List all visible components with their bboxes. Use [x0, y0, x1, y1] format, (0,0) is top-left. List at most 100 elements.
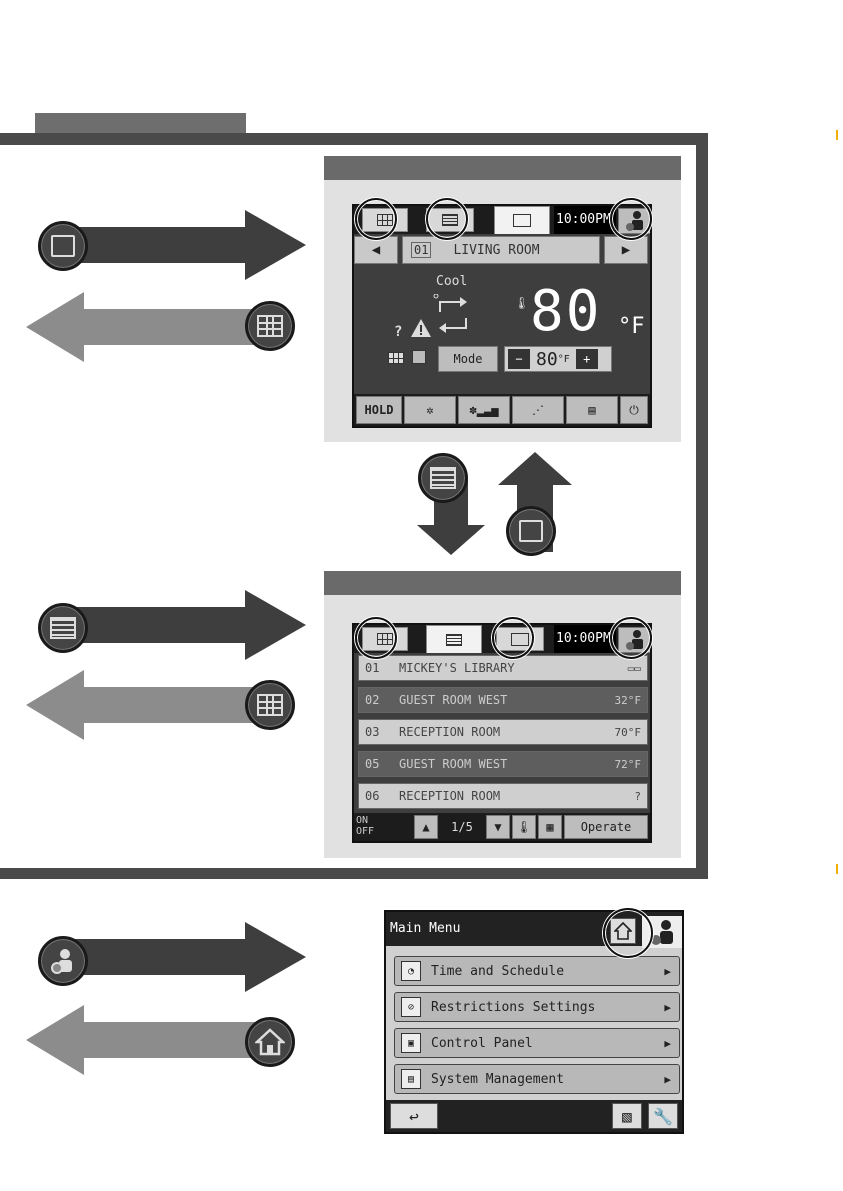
page-down-button[interactable]: ▼ [486, 815, 510, 839]
highlight-circle [610, 198, 652, 240]
wrench-icon: 🔧 [653, 1106, 673, 1126]
list-view-tab[interactable] [426, 625, 482, 653]
chevron-right-icon: ▶ [664, 1000, 671, 1014]
row-number: 01 [365, 661, 380, 675]
row-status-icon: ▭▭ [627, 661, 641, 675]
fan-speed-icon: ✽▂▃▅ [469, 403, 499, 417]
system-management-icon: ▤ [401, 1069, 421, 1089]
operate-button[interactable]: Operate [564, 815, 648, 839]
chevron-right-icon: ▶ [664, 1036, 671, 1050]
next-room-button[interactable]: ▶ [604, 236, 648, 264]
single-view-icon[interactable] [506, 506, 556, 556]
row-number: 03 [365, 725, 380, 739]
row-name: GUEST ROOM WEST [399, 757, 508, 771]
panel-header [324, 156, 681, 180]
current-temperature: 80 [530, 279, 602, 344]
clock-calendar-icon: ◔ [401, 961, 421, 981]
menu-item-time-schedule[interactable]: ◔ Time and Schedule ▶ [394, 956, 680, 986]
power-icon: ⏻ [629, 402, 639, 417]
highlight-circle [610, 617, 652, 659]
vent-icon: ▤ [588, 403, 596, 417]
row-name: MICKEY'S LIBRARY [399, 661, 515, 675]
thermometer-icon: 🌡 [514, 296, 530, 310]
schedule-button[interactable]: ▦ [538, 815, 562, 839]
room-number: 01 [411, 242, 432, 258]
row-name: RECEPTION ROOM [399, 789, 501, 803]
row-status: 72°F [614, 757, 642, 771]
user-settings-icon[interactable] [38, 936, 88, 986]
single-view-tab[interactable] [494, 206, 550, 234]
list-view-icon[interactable] [38, 603, 88, 653]
grid-view-icon[interactable] [245, 301, 295, 351]
chevron-right-icon: ▶ [664, 1072, 671, 1086]
alert-question: ? [394, 324, 403, 340]
return-arrow-icon: ↩ [409, 1106, 419, 1126]
mode-button[interactable]: Mode [438, 346, 498, 372]
menu-item-label: Time and Schedule [431, 963, 565, 979]
chevron-right-icon: ▶ [664, 964, 671, 978]
arrow-left-light [26, 292, 276, 362]
grid-view-icon[interactable] [245, 680, 295, 730]
list-item[interactable]: 01 MICKEY'S LIBRARY ▭▭ [358, 655, 648, 681]
increase-button[interactable]: + [575, 349, 598, 369]
temperature-unit: °F [618, 314, 645, 339]
arrow-up-dark [498, 452, 572, 552]
room-selector[interactable]: 01 LIVING ROOM [402, 236, 600, 264]
maintenance-button[interactable]: ▧ [612, 1103, 642, 1129]
page-up-button[interactable]: ▲ [414, 815, 438, 839]
arrow-left-light [26, 670, 276, 740]
on-label: ON [356, 815, 369, 826]
fan-speed-button[interactable]: ✽▂▃▅ [458, 396, 510, 424]
arrow-left-light [26, 1005, 276, 1075]
menu-footer: ↩ ▧ 🔧 [386, 1100, 682, 1132]
menu-item-system-management[interactable]: ▤ System Management ▶ [394, 1064, 680, 1094]
thermometer-button[interactable]: 🌡 [512, 815, 536, 839]
auto-mode-icon [433, 294, 467, 333]
highlight-circle [492, 617, 534, 659]
list-view-icon[interactable] [418, 453, 468, 503]
fan-mode-icon: ✲ [426, 403, 434, 417]
single-view-screen: 10:00PM ◀ 01 LIVING ROOM ▶ Cool 🌡 80 °F … [352, 204, 652, 428]
louver-button[interactable]: ⋰ [512, 396, 564, 424]
hold-button[interactable]: HOLD [356, 396, 402, 424]
list-item[interactable]: 03 RECEPTION ROOM 70°F [358, 719, 648, 745]
decrease-button[interactable]: − [508, 349, 530, 369]
main-menu-screen: Main Menu ◔ Time and Schedule ▶ ⊘ Restri… [384, 910, 684, 1134]
menu-item-label: Restrictions Settings [431, 999, 596, 1015]
service-button[interactable]: 🔧 [648, 1103, 678, 1129]
page-indicator: 1/5 [451, 820, 473, 834]
back-button[interactable]: ↩ [390, 1103, 438, 1129]
list-item[interactable]: 05 GUEST ROOM WEST 72°F [358, 751, 648, 777]
user-settings-icon [651, 920, 673, 945]
grid-status-icon [388, 352, 404, 364]
menu-item-restrictions[interactable]: ⊘ Restrictions Settings ▶ [394, 992, 680, 1022]
list-item[interactable]: 06 RECEPTION ROOM ? [358, 783, 648, 809]
margin-tick [836, 864, 838, 874]
arrow-right-dark [60, 590, 306, 660]
prev-room-button[interactable]: ◀ [354, 236, 398, 264]
menu-title: Main Menu [390, 921, 461, 936]
clock: 10:00PM [554, 206, 616, 234]
setpoint-value: 80 [536, 348, 558, 370]
row-number: 05 [365, 757, 380, 771]
row-number: 02 [365, 693, 380, 707]
screen-top-bar: 10:00PM [354, 206, 650, 234]
frame-bottom-border [0, 868, 708, 879]
vent-button[interactable]: ▤ [566, 396, 618, 424]
row-status: 32°F [614, 693, 642, 707]
document-icon: ▧ [622, 1106, 632, 1126]
highlight-circle [355, 617, 397, 659]
control-panel-icon: ▣ [401, 1033, 421, 1053]
row-status: 70°F [614, 725, 642, 739]
louver-icon: ⋰ [532, 403, 544, 417]
frame-top-border [0, 133, 708, 145]
list-item[interactable]: 02 GUEST ROOM WEST 32°F [358, 687, 648, 713]
fan-mode-button[interactable]: ✲ [404, 396, 456, 424]
power-button[interactable]: ⏻ [620, 396, 648, 424]
menu-item-control-panel[interactable]: ▣ Control Panel ▶ [394, 1028, 680, 1058]
screen-bottom-bar: HOLD ✲ ✽▂▃▅ ⋰ ▤ ⏻ [354, 394, 650, 426]
list-view-icon [446, 633, 462, 646]
single-view-panel: 10:00PM ◀ 01 LIVING ROOM ▶ Cool 🌡 80 °F … [324, 156, 681, 442]
single-view-icon[interactable] [38, 221, 88, 271]
home-icon[interactable] [245, 1017, 295, 1067]
